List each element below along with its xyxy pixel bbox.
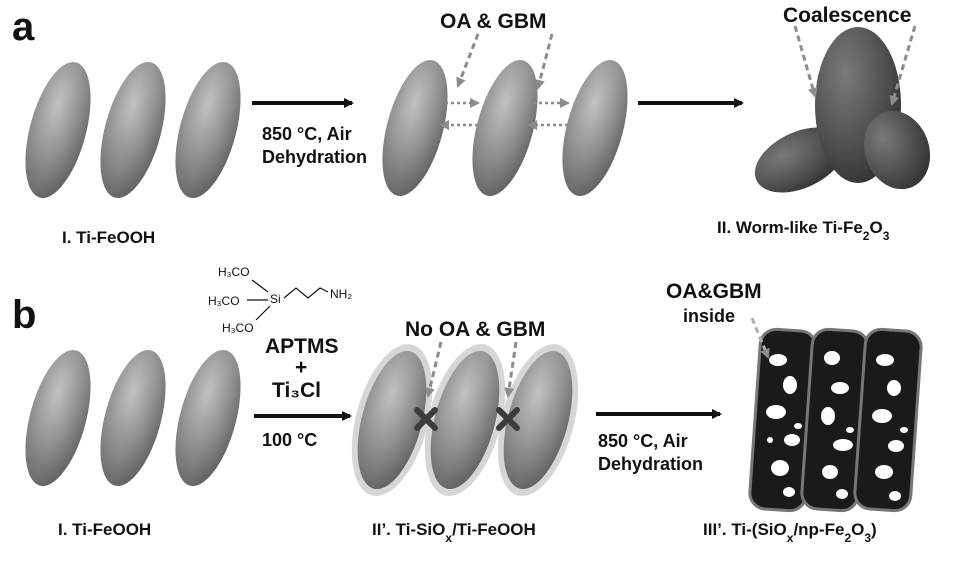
chem-nh2: NH₂ (330, 287, 352, 301)
label-inside: inside (683, 306, 735, 326)
caption-porous: III’. Ti-(SiOx/np-Fe2O3) (703, 520, 877, 545)
grain (382, 59, 448, 197)
grain (472, 59, 538, 197)
coated-grains (351, 341, 579, 496)
attached-grains-a (382, 33, 628, 197)
grain (175, 349, 241, 487)
label-no-oa-gbm: No OA & GBM (405, 318, 545, 341)
blocked-x-mark (414, 407, 438, 431)
panel-b-letter: b (12, 293, 36, 337)
caption-ti-feooh-a: I. Ti-FeOOH (62, 228, 155, 247)
reagent-aptms: APTMS (265, 335, 339, 358)
pointer-arrow (750, 317, 770, 359)
chem-si: Si (270, 292, 281, 306)
ti-feooh-grains-a (25, 61, 241, 199)
panel-a-letter: a (12, 5, 35, 49)
grain (357, 350, 427, 490)
worm-like-particle (754, 25, 931, 193)
caption-ti-feooh-b: I. Ti-FeOOH (58, 520, 151, 539)
label-oa-gbm-b: OA&GBM (666, 280, 762, 303)
pointer-arrow (535, 33, 554, 90)
chem-h3co-1: H₃CO (218, 265, 250, 279)
porous-nanoparticle-product (748, 317, 923, 513)
condition-dehydration-b: Dehydration (598, 454, 703, 474)
pointer-arrow (793, 25, 818, 98)
bond-lines (247, 279, 329, 321)
aptms-structure: H₃CO H₃CO H₃CO Si NH₂ (208, 265, 352, 335)
lobe (863, 110, 931, 190)
chem-h3co-3: H₃CO (222, 321, 254, 335)
pointer-arrow (504, 341, 518, 398)
label-oa-gbm-a: OA & GBM (440, 10, 547, 33)
pointer-arrow (889, 25, 917, 106)
grain (100, 349, 166, 487)
caption-coated: II’. Ti-SiOx/Ti-FeOOH (372, 520, 536, 545)
reagent-plus: + (295, 356, 307, 379)
condition-dehydration-a: Dehydration (262, 147, 367, 167)
grain (562, 59, 628, 197)
blocked-x-mark (496, 407, 520, 431)
grain (25, 61, 91, 199)
pointer-arrow (456, 33, 480, 88)
condition-temp-b: 850 °C, Air (598, 431, 688, 451)
chem-h3co-2: H₃CO (208, 294, 240, 308)
grain (100, 61, 166, 199)
grain (430, 350, 500, 490)
condition-100c: 100 °C (262, 430, 317, 450)
caption-worm-like: II. Worm-like Ti-Fe2O3 (717, 218, 890, 243)
reagent-ti3cl: Ti₃Cl (272, 379, 321, 402)
grain (503, 350, 573, 490)
label-coalescence: Coalescence (783, 4, 911, 27)
condition-temp-a: 850 °C, Air (262, 124, 352, 144)
grain (25, 349, 91, 487)
pores (766, 351, 908, 501)
ti-feooh-grains-b (25, 349, 241, 487)
grain (175, 61, 241, 199)
